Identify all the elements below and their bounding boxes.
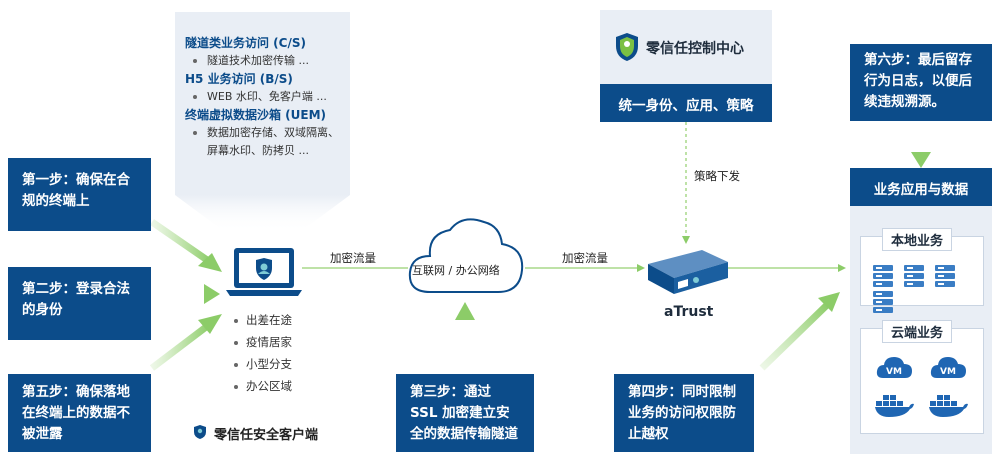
location-item: 疫情居家: [232, 334, 292, 350]
step1-arrow: [150, 219, 212, 265]
cloud-icon: [408, 218, 524, 293]
feature-item-uem-1: 数据加密存储、双域隔离、: [185, 124, 350, 142]
step3-box: 第三步：通过 SSL 加密建立安全的数据传输隧道: [396, 374, 534, 452]
step6-box: 第六步：最后留存行为日志，以便后续违规溯源。: [850, 44, 992, 121]
location-item: 出差在途: [232, 312, 292, 328]
step3-arrowhead: [455, 302, 475, 320]
atrust-label: aTrust: [664, 304, 714, 320]
step6-arrowhead: [911, 152, 931, 168]
atrust-business-arrowhead: [838, 264, 846, 272]
cloud-atrust-arrowhead: [637, 264, 645, 272]
business-title-bar: 业务应用与数据: [850, 168, 992, 206]
feature-panel: 隧道类业务访问 (C/S) 隧道技术加密传输 ... H5 业务访问 (B/S)…: [175, 12, 350, 195]
step2-arrowhead: [204, 284, 220, 304]
control-center-title: 零信任控制中心: [646, 41, 744, 57]
control-center-bar: 统一身份、应用、策略: [600, 84, 772, 122]
location-item: 小型分支: [232, 356, 292, 372]
server-icon: [904, 265, 925, 287]
local-business-label: 本地业务: [882, 228, 953, 251]
feature-heading-cs: 隧道类业务访问 (C/S): [185, 36, 306, 50]
policy-label: 策略下发: [694, 169, 740, 183]
feature-heading-uem: 终端虚拟数据沙箱 (UEM): [185, 108, 327, 122]
business-panel: 业务应用与数据 本地业务 VM VM 云端业务: [850, 168, 992, 454]
step4-box: 第四步：同时限制业务的访问权限防止越权: [614, 374, 754, 452]
step5-arrowhead: [198, 314, 222, 334]
vm-text: VM: [886, 367, 902, 377]
feature-item-uem-2: 屏幕水印、防拷贝 ...: [207, 144, 309, 157]
control-center-subtitle: 统一身份、应用、策略: [618, 98, 754, 114]
shield-logo-icon: [194, 425, 206, 439]
server-icon: [935, 265, 956, 287]
step1-text: 第一步：确保在合规的终端上: [22, 172, 130, 209]
step1-arrowhead: [198, 253, 222, 272]
docker-icon: [929, 395, 968, 417]
server-icon: [873, 265, 893, 287]
control-center-shield-icon: [616, 33, 638, 61]
server-icon: [873, 291, 893, 313]
client-label: 零信任安全客户端: [214, 428, 319, 443]
vm-cloud-icon: VM: [876, 357, 912, 378]
step3-text: 第三步：通过 SSL 加密建立安全的数据传输隧道: [410, 384, 518, 442]
feature-item-bs: WEB 水印、免客户端 ...: [185, 88, 350, 106]
step2-box: 第二步：登录合法的身份: [8, 267, 151, 340]
step5-arrow: [149, 321, 213, 371]
step4-arrow: [759, 301, 831, 371]
feature-item-cs: 隧道技术加密传输 ...: [185, 52, 350, 70]
step4-arrowhead: [818, 292, 840, 312]
step4-text: 第四步：同时限制业务的访问权限防止越权: [628, 384, 736, 442]
location-item: 办公区域: [232, 378, 292, 394]
vm-cloud-icon: VM: [930, 357, 966, 378]
step1-box: 第一步：确保在合规的终端上: [8, 158, 151, 231]
business-title: 业务应用与数据: [873, 182, 969, 198]
step5-text: 第五步：确保落地在终端上的数据不被泄露: [22, 384, 130, 442]
server-row: [873, 265, 983, 317]
encrypt-label-1: 加密流量: [330, 251, 376, 265]
cloud-label: 互联网 / 办公网络: [412, 264, 500, 277]
cloud-business-card: VM VM: [860, 328, 984, 434]
laptop-icon: [226, 248, 302, 296]
cloud-business-label: 云端业务: [882, 320, 953, 343]
atrust-device-icon: [648, 250, 728, 294]
encrypt-label-2: 加密流量: [562, 251, 608, 265]
panel-funnel: [175, 195, 350, 232]
control-center-card: 零信任控制中心 统一身份、应用、策略: [600, 10, 772, 122]
policy-arrowhead: [682, 236, 690, 244]
docker-icon: [875, 395, 914, 417]
local-business-card: [860, 236, 984, 313]
step5-box: 第五步：确保落地在终端上的数据不被泄露: [8, 374, 151, 452]
step2-text: 第二步：登录合法的身份: [22, 281, 130, 318]
step6-text: 第六步：最后留存行为日志，以便后续违规溯源。: [864, 52, 972, 110]
vm-text: VM: [940, 367, 956, 377]
feature-heading-bs: H5 业务访问 (B/S): [185, 72, 293, 86]
